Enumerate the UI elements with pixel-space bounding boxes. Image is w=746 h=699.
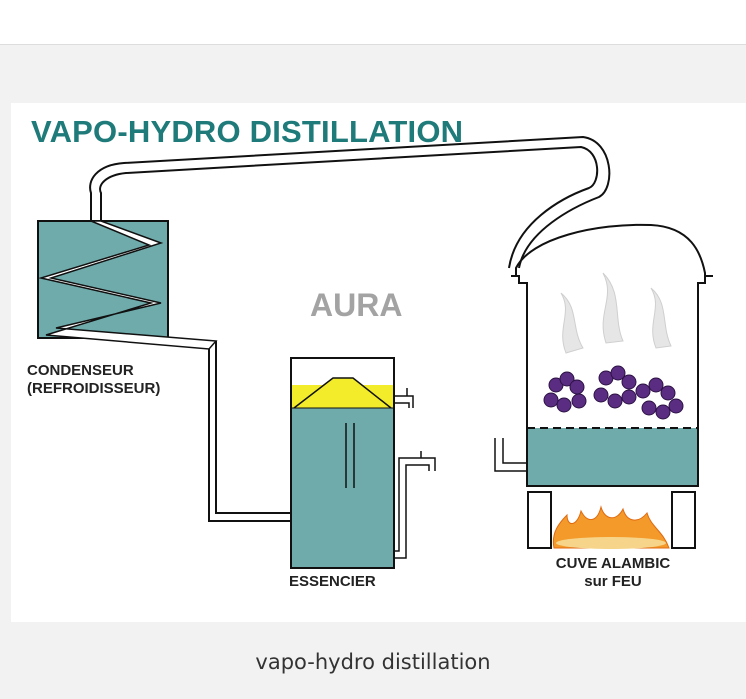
brand-label: AURA: [310, 287, 403, 323]
condenser-label-line1: CONDENSEUR: [27, 362, 134, 379]
still-label: CUVE ALAMBIC sur FEU: [545, 555, 681, 591]
diagram-title: VAPO-HYDRO DISTILLATION: [31, 114, 464, 149]
still-vessel: [494, 223, 713, 549]
diagram-artwork: [37, 135, 713, 569]
essencier-vessel: [290, 357, 436, 569]
flowers: [543, 365, 684, 420]
figure-caption: vapo-hydro distillation: [255, 650, 491, 674]
essencier-label: ESSENCIER: [289, 573, 376, 590]
fire: [552, 505, 670, 549]
condenser-label: CONDENSEUR (REFROIDISSEUR): [27, 362, 160, 398]
still-label-line2: sur FEU: [584, 573, 642, 590]
top-bar: [0, 0, 746, 45]
distillation-diagram: VAPO-HYDRO DISTILLATION AURA CONDENSEUR …: [11, 103, 746, 622]
condenser-label-line2: (REFROIDISSEUR): [27, 380, 161, 397]
vapor-pipe: [89, 135, 611, 269]
steam: [560, 272, 672, 354]
still-label-line1: CUVE ALAMBIC: [555, 555, 671, 572]
